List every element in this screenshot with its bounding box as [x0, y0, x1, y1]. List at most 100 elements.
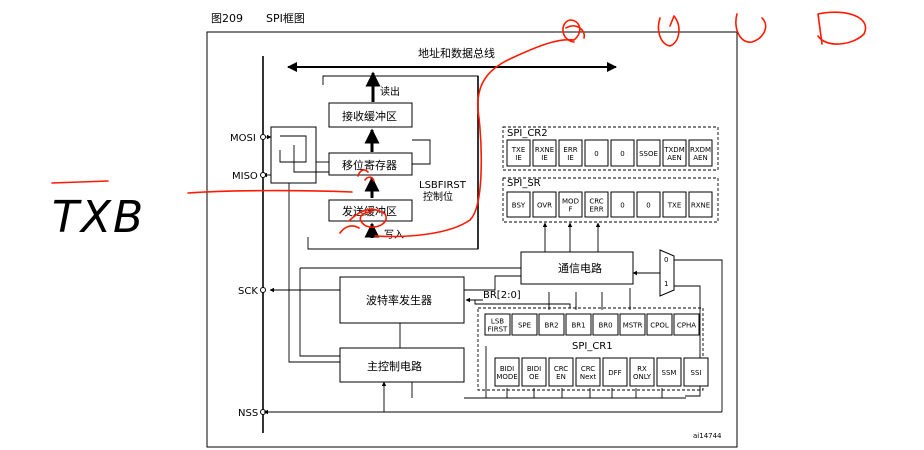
figure-frame: [206, 31, 738, 448]
address-data-bus: 地址和数据总线: [287, 46, 617, 72]
rx-buffer-block: [328, 102, 413, 128]
register-bit-cell: [629, 357, 655, 387]
register-bit-label: CRC: [554, 365, 568, 373]
register-bit-cell: [558, 139, 583, 167]
register-bit-cell: [636, 139, 661, 167]
register-bit-cell: [494, 357, 520, 387]
register-bit-label: BR0: [598, 322, 612, 330]
register-bit-cell: [565, 313, 592, 336]
register-bit-label: ERR: [563, 146, 577, 154]
register-bit-label: 0: [594, 150, 598, 158]
register-bit-label: 0: [646, 202, 650, 210]
register-bit-cell: [506, 139, 531, 167]
master-control-label: 主控制电路: [367, 359, 422, 373]
register-bit-label: IE: [541, 154, 548, 162]
figure-number: 图209: [211, 12, 243, 25]
handwritten-annotations: TXB: [51, 11, 867, 243]
register-bit-cell: [592, 313, 619, 336]
register-bit-label: SSI: [691, 369, 702, 377]
comm-circuit-label: 通信电路: [558, 262, 602, 275]
register-bit-label: RXDM: [690, 146, 711, 154]
register-bit-label: SSOE: [639, 150, 658, 158]
comm-circuit-block: [520, 251, 634, 285]
pin-sck: SCK: [238, 286, 258, 297]
master-control-block: [339, 347, 465, 383]
register-bit-label: TXDM: [663, 146, 685, 154]
register-bit-label: 0: [620, 202, 624, 210]
pin-mosi: MOSI: [230, 133, 256, 144]
shift-register-label: 移位寄存器: [342, 158, 397, 172]
register-bit-cell: [662, 139, 687, 167]
register-bit-cell: [610, 139, 635, 167]
br-label: BR[2:0]: [483, 290, 521, 301]
register-bit-label: RXNE: [535, 146, 554, 154]
spi-sr-label: SPI_SR: [507, 178, 541, 189]
register-bit-label: BSY: [512, 202, 526, 210]
pin-miso: MISO: [232, 171, 258, 182]
register-bit-label: MOD: [562, 198, 579, 206]
register-bit-label: IE: [567, 154, 574, 162]
register-bit-label: LSB: [491, 318, 504, 326]
tx-buffer-block: [328, 199, 413, 222]
clock-mux: [659, 249, 675, 297]
register-bit-cell: [548, 357, 574, 387]
register-bit-label: CPOL: [650, 322, 669, 330]
lsbfirst-label: LSBFIRST: [419, 180, 467, 191]
rx-buffer-label: 接收缓冲区: [342, 109, 397, 123]
spi-cr2-label: SPI_CR2: [507, 128, 548, 139]
register-bit-cell: [521, 357, 547, 387]
register-bit-cell: [602, 357, 628, 387]
figure-title: SPI框图: [266, 12, 305, 25]
register-bit-cell: [662, 191, 687, 218]
register-bit-label: ONLY: [633, 373, 652, 381]
read-out-label: 读出: [380, 85, 400, 98]
spi-cr1-group: [477, 307, 704, 391]
register-bit-label: AEN: [693, 154, 707, 162]
register-bit-label: Next: [580, 373, 597, 381]
register-bit-label: IE: [515, 154, 522, 162]
register-bit-label: SSM: [662, 369, 677, 377]
register-bit-cell: [584, 191, 609, 218]
register-bit-cell: [610, 191, 635, 218]
register-bit-cell: [688, 139, 713, 167]
register-bit-cell: [688, 191, 713, 218]
mux-in1: 1: [664, 280, 668, 288]
register-bit-label: TXE: [511, 146, 526, 154]
register-bit-label: DFF: [608, 369, 621, 377]
figure-code: ai14744: [693, 432, 722, 440]
register-bit-label: AEN: [667, 154, 681, 162]
register-bit-label: ERR: [589, 206, 603, 214]
register-bit-label: RX: [637, 365, 647, 373]
register-bit-label: BIDI: [527, 365, 541, 373]
mosi-miso-switch: [270, 126, 317, 184]
register-bit-cell: [646, 313, 673, 336]
register-bit-label: EN: [556, 373, 566, 381]
register-bit-cell: [511, 313, 538, 336]
register-bit-label: OE: [529, 373, 539, 381]
register-bit-label: TXE: [667, 202, 682, 210]
spi-cr2-group: [502, 126, 719, 171]
register-bit-label: FIRST: [488, 326, 508, 334]
lsbfirst-sub-label: 控制位: [423, 190, 453, 203]
register-bit-cell: [558, 191, 583, 218]
register-bit-cell: [532, 139, 557, 167]
register-bit-cell: [673, 313, 700, 336]
pin-nss: NSS: [238, 408, 258, 419]
bus-label: 地址和数据总线: [418, 46, 495, 60]
baud-generator-label: 波特率发生器: [366, 293, 432, 307]
register-bit-label: RXNE: [691, 202, 710, 210]
register-bit-cell: [584, 139, 609, 167]
register-bit-cell: [656, 357, 682, 387]
spi-cr1-label: SPI_CR1: [572, 341, 613, 352]
register-bit-label: CPHA: [677, 322, 696, 330]
register-bit-label: F: [568, 206, 572, 214]
register-bit-label: MODE: [496, 373, 517, 381]
register-bit-cell: [575, 357, 601, 387]
mux-in0: 0: [664, 256, 668, 264]
handwritten-txb: TXB: [52, 192, 145, 243]
register-bit-label: CRC: [589, 198, 603, 206]
register-bit-cell: [538, 313, 565, 336]
register-bit-cell: [506, 191, 531, 218]
baud-generator-block: [339, 276, 465, 324]
